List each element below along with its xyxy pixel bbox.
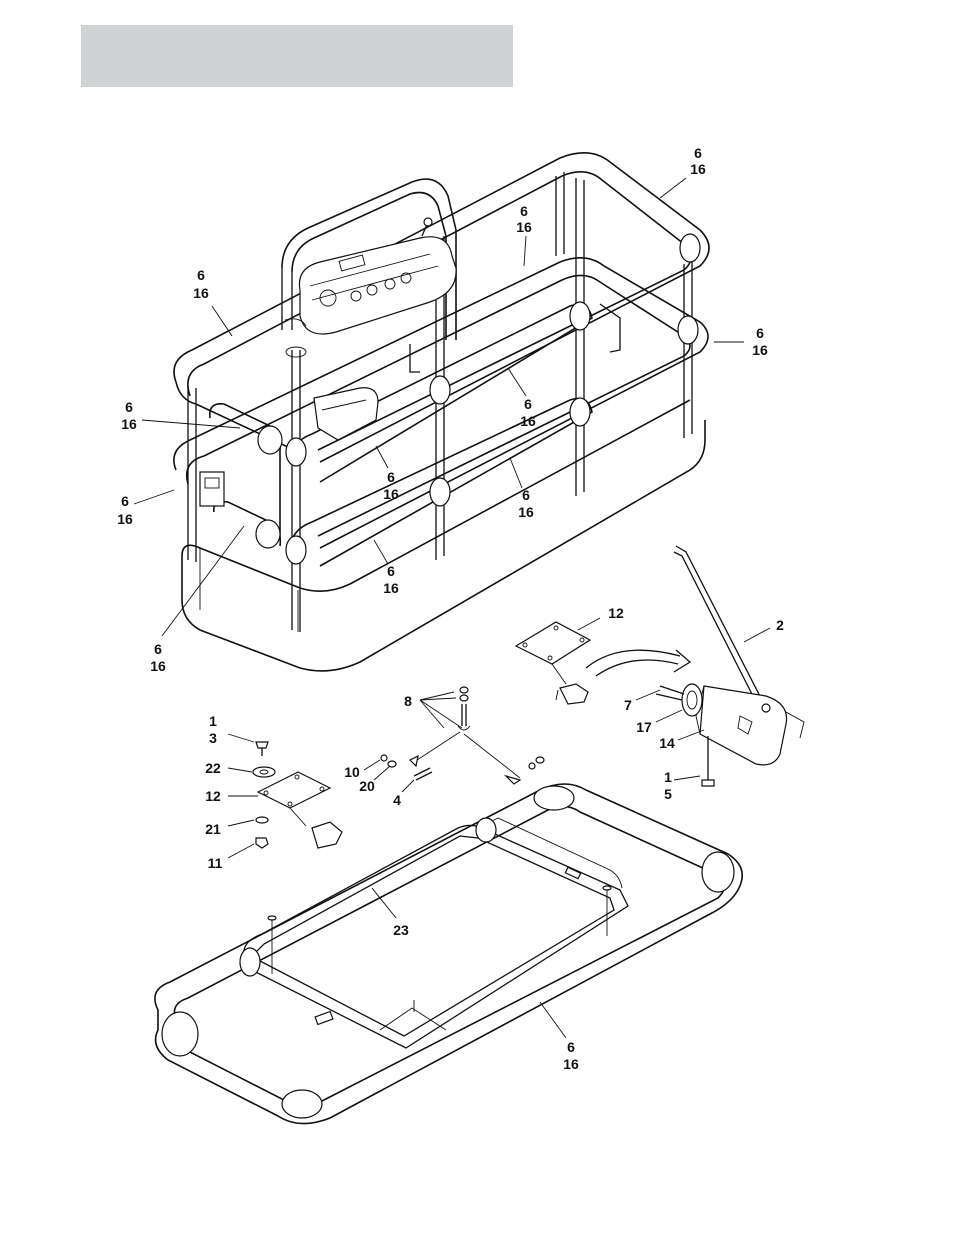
callout-1-3-b: 3 [209,730,217,746]
callout-6-16-floor-a: 6 [567,1039,575,1055]
callout-6-16-center-right-a: 6 [522,487,530,503]
callout-10: 10 [344,764,360,780]
callout-6-16-left-lower-a: 6 [121,493,129,509]
callout-1-3-a: 1 [209,713,217,729]
callout-12-lower: 12 [205,788,221,804]
callout-6-16-bottom-left-a: 6 [154,641,162,657]
loose-hardware-left [253,742,342,848]
callout-14: 14 [659,735,675,751]
callout-6-16-left-upper-a: 6 [125,399,133,415]
callout-1-5-b: 5 [664,786,672,802]
callout-6-16-bottom-left-b: 16 [150,658,166,674]
callout-6-16-top-mid-a: 6 [520,203,528,219]
callout-6-16-center-right-b: 16 [518,504,534,520]
floor-frame [155,784,742,1124]
callout-6-16-floor-b: 16 [563,1056,579,1072]
callout-6-16-center-left-a: 6 [387,469,395,485]
callout-1-5-a: 1 [664,769,672,785]
callout-12-upper: 12 [608,605,624,621]
callout-6-16-center-upper-a: 6 [524,396,532,412]
platform-basket [174,153,709,671]
callout-6-16-bottom-center-a: 6 [387,563,395,579]
callout-6-16-top-left-b: 16 [193,285,209,301]
callout-6-16-left-lower-b: 16 [117,511,133,527]
callout-17: 17 [636,719,652,735]
callout-6-16-left-upper-b: 16 [121,416,137,432]
callout-6-16-top-left-a: 6 [197,267,205,283]
footswitch-assembly [381,546,804,786]
callout-6-16-top-mid-b: 16 [516,219,532,235]
callout-6-16-top-right-b: 16 [690,161,706,177]
callout-6-16-right-a: 6 [756,325,764,341]
callout-7: 7 [624,697,632,713]
callout-21: 21 [205,821,221,837]
callout-6-16-right-b: 16 [752,342,768,358]
callout-23: 23 [393,922,409,938]
callout-6-16-center-left-b: 16 [383,486,399,502]
callout-22: 22 [205,760,221,776]
callout-8: 8 [404,693,412,709]
callout-6-16-top-right-a: 6 [694,145,702,161]
callout-20: 20 [359,778,375,794]
callout-2: 2 [776,617,784,633]
callout-4: 4 [393,792,401,808]
callout-6-16-center-upper-b: 16 [520,413,536,429]
callout-11: 11 [208,855,223,871]
callout-6-16-bottom-center-b: 16 [383,580,399,596]
